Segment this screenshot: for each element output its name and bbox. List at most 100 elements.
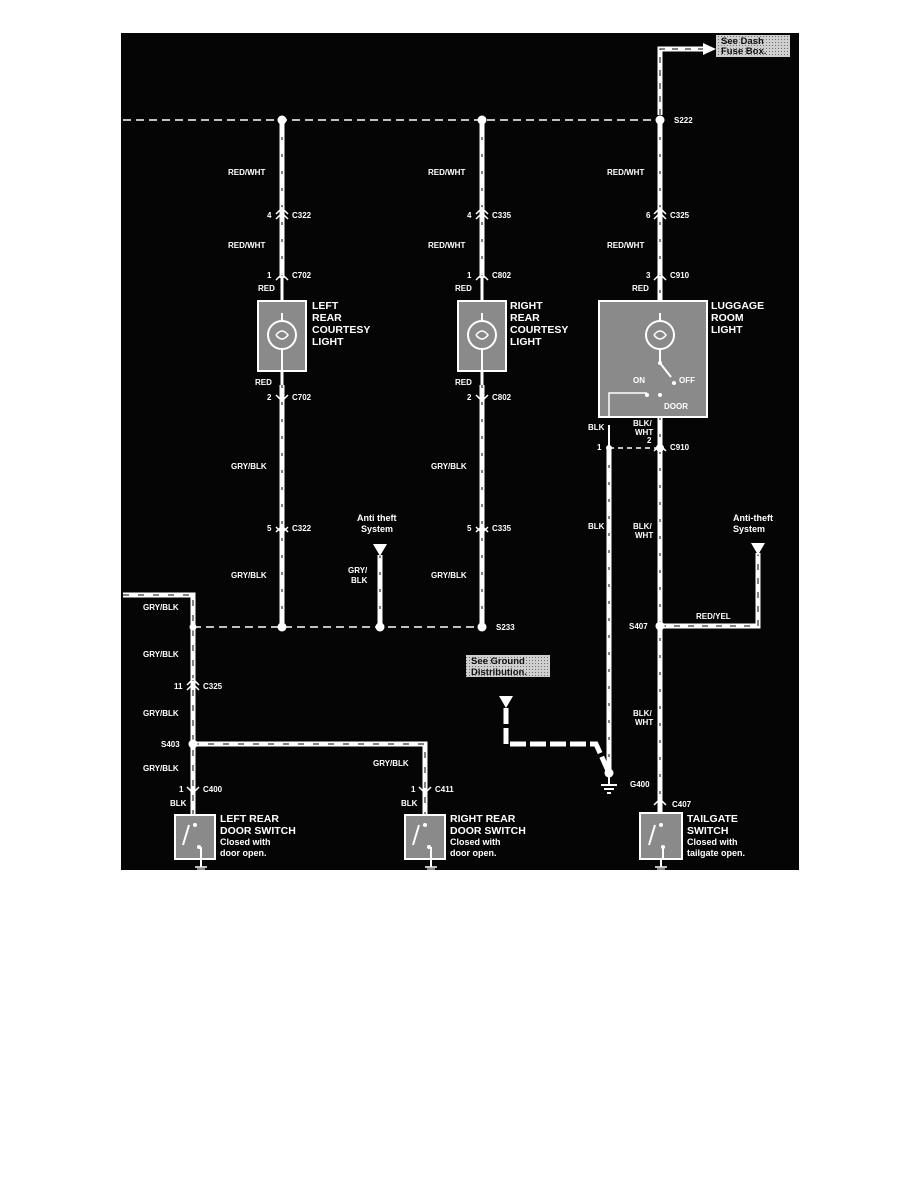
right-c910-top-name: C910	[670, 271, 690, 280]
anti-theft-right-line2: System	[733, 524, 765, 534]
anti-theft-left-line1: Anti theft	[357, 513, 397, 523]
right-wire-blk-wht-mid-1: BLK/	[633, 522, 652, 531]
mid-c802-bot-name: C802	[492, 393, 512, 402]
mid-wire-red-wht-2: RED/WHT	[428, 241, 465, 250]
connector-chevron-icon	[275, 272, 289, 281]
right-c325-top-name: C325	[670, 211, 690, 220]
left-c702-bot-name: C702	[292, 393, 312, 402]
lower-left-wire-gry-blk-2: GRY/BLK	[143, 650, 179, 659]
ground-g400: G400	[601, 777, 650, 794]
lower-left-c411-name: C411	[435, 785, 454, 794]
anti-theft-left-wire-2: BLK	[351, 576, 368, 585]
connector-chevron-icon	[475, 206, 489, 220]
ground-distribution-reference[interactable]: See Ground Distribution.	[466, 655, 550, 678]
right-door-switch-title-2: DOOR SWITCH	[450, 825, 526, 837]
tailgate-title-2: SWITCH	[687, 825, 728, 837]
dash-feed-wire	[657, 43, 716, 115]
splice-s222: S222	[674, 116, 693, 125]
right-c325-top-pin: 6	[646, 211, 651, 220]
right-wire-blk-top: BLK	[588, 423, 605, 432]
left-courtesy-title-2: REAR	[312, 312, 342, 324]
left-wire-red-top: RED	[258, 284, 275, 293]
right-courtesy-title-3: COURTESY	[510, 324, 568, 336]
left-c702-bot-pin: 2	[267, 393, 272, 402]
mid-wire-red-top: RED	[455, 284, 472, 293]
red-yel-wire	[660, 543, 765, 629]
right-wire-red-wht-1: RED/WHT	[607, 168, 644, 177]
ground-ref-arrow-icon	[499, 696, 513, 708]
anti-theft-left-wire-1: GRY/	[348, 566, 368, 575]
lower-left-wire-blk-1: BLK	[170, 799, 187, 808]
connector-chevron-icon	[653, 443, 667, 452]
mid-c335-bot-name: C335	[492, 524, 512, 533]
ground-ref-line2: Distribution.	[471, 667, 527, 678]
anti-theft-left-wire	[373, 544, 387, 627]
dash-fuse-box-reference[interactable]: See Dash Fuse Box.	[716, 35, 790, 57]
splice-s407: S407	[629, 622, 648, 631]
right-c910-bw-pin: 2	[647, 436, 652, 445]
left-c322-top-pin: 4	[267, 211, 272, 220]
right-door-switch-desc-2: door open.	[450, 848, 497, 858]
right-courtesy-title-1: RIGHT	[510, 300, 543, 312]
anti-theft-right-arrow-icon	[751, 543, 765, 555]
dash-fuse-ref-line2: Fuse Box.	[721, 46, 766, 57]
lower-left-wire-gry-blk-1: GRY/BLK	[143, 603, 179, 612]
mid-c802-bot-pin: 2	[467, 393, 472, 402]
left-door-switch-title-2: DOOR SWITCH	[220, 825, 296, 837]
luggage-room-light[interactable]: ON OFF DOOR LUGGAGE ROOM LIGHT	[598, 300, 764, 418]
switch-icon	[648, 824, 656, 846]
connector-chevron-icon	[653, 206, 667, 220]
mid-wire-gry-blk-1: GRY/BLK	[431, 462, 467, 471]
splice-s403: S403	[161, 740, 180, 749]
wiring-diagram-svg: See Dash Fuse Box.	[123, 35, 790, 870]
left-rear-courtesy-light[interactable]: LEFT REAR COURTESY LIGHT	[257, 278, 370, 385]
right-wire-red-yel: RED/YEL	[696, 612, 731, 621]
connector-chevron-icon	[475, 272, 489, 281]
lower-left-c411-pin: 1	[411, 785, 416, 794]
right-wire-red-top: RED	[632, 284, 649, 293]
mid-c335-top-name: C335	[492, 211, 512, 220]
right-door-switch-title-1: RIGHT REAR	[450, 813, 516, 825]
connector-chevron-icon	[186, 677, 200, 691]
left-wire-red-wht-2: RED/WHT	[228, 241, 265, 250]
left-door-switch-desc-2: door open.	[220, 848, 267, 858]
right-wire-blk-wht-mid-2: WHT	[635, 531, 653, 540]
switch-icon	[412, 824, 420, 846]
right-column-wires	[606, 120, 663, 813]
splice-dots	[188, 115, 665, 778]
right-rear-door-switch[interactable]: RIGHT REAR DOOR SWITCH Closed with door …	[404, 813, 526, 870]
mid-wire-gry-blk-2: GRY/BLK	[431, 571, 467, 580]
s403-branch-wire	[193, 741, 428, 818]
anti-theft-left-line2: System	[361, 524, 393, 534]
right-c910-top-pin: 3	[646, 271, 651, 280]
tailgate-title-1: TAILGATE	[687, 813, 738, 825]
luggage-switch-door: DOOR	[664, 402, 688, 411]
connector-chevron-icon	[275, 206, 289, 220]
left-rear-door-switch[interactable]: LEFT REAR DOOR SWITCH Closed with door o…	[174, 813, 296, 870]
left-wire-gry-blk-1: GRY/BLK	[231, 462, 267, 471]
left-c322-bot-name: C322	[292, 524, 312, 533]
mid-wire-red-bot: RED	[455, 378, 472, 387]
left-door-switch-title-1: LEFT REAR	[220, 813, 279, 825]
right-wire-blk-wht-low-2: WHT	[635, 718, 653, 727]
switch-icon	[182, 824, 190, 846]
right-c910-blk-pin: 1	[597, 443, 602, 452]
lower-left-c400-pin: 1	[179, 785, 184, 794]
ground-g400-label: G400	[630, 780, 650, 789]
left-door-switch-desc-1: Closed with	[220, 837, 271, 847]
mid-c335-bot-pin: 5	[467, 524, 472, 533]
right-rear-courtesy-light[interactable]: RIGHT REAR COURTESY LIGHT	[457, 278, 568, 385]
left-wire-red-bot: RED	[255, 378, 272, 387]
lower-left-wire-gry-blk-4: GRY/BLK	[143, 764, 179, 773]
lower-mid-wire-gry-blk: GRY/BLK	[373, 759, 409, 768]
right-c910-bw-name: C910	[670, 443, 690, 452]
connector-chevron-icon	[275, 524, 289, 535]
right-wire-blk-mid: BLK	[588, 522, 605, 531]
right-wire-red-wht-2: RED/WHT	[607, 241, 644, 250]
mid-c335-top-pin: 4	[467, 211, 472, 220]
left-wire-red-wht-1: RED/WHT	[228, 168, 265, 177]
lower-left-wire-gry-blk-3: GRY/BLK	[143, 709, 179, 718]
tailgate-desc-1: Closed with	[687, 837, 738, 847]
tailgate-switch[interactable]: TAILGATE SWITCH Closed with tailgate ope…	[639, 805, 745, 870]
left-c322-bot-pin: 5	[267, 524, 272, 533]
